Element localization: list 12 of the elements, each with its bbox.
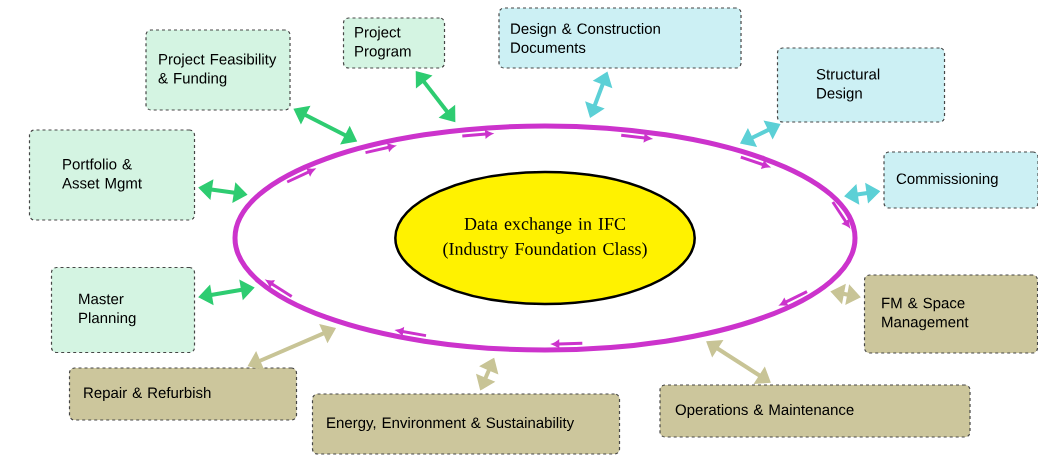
process-box: Design & Construction Documents bbox=[498, 7, 742, 69]
process-box: Repair & Refurbish bbox=[68, 367, 298, 421]
process-box: FM & Space Management bbox=[863, 274, 1038, 354]
process-box: Commissioning bbox=[883, 151, 1038, 209]
process-box: Master Planning bbox=[50, 266, 196, 354]
ring bbox=[232, 123, 858, 353]
process-box: Structural Design bbox=[776, 47, 946, 123]
process-box: Project Feasibility & Funding bbox=[145, 29, 291, 111]
process-box: Project Program bbox=[342, 17, 446, 69]
process-box: Energy, Environment & Sustainability bbox=[311, 393, 621, 455]
process-box: Portfolio & Asset Mgmt bbox=[28, 129, 196, 221]
process-box: Operations & Maintenance bbox=[659, 384, 971, 438]
